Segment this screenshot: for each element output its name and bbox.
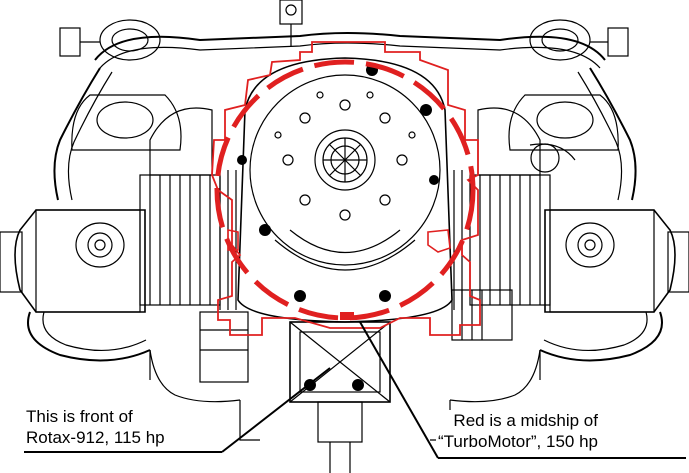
turbomotor-caption-line1: Red is a midship of xyxy=(453,411,598,430)
turbo-leader-line xyxy=(359,321,439,459)
mount-bolts xyxy=(237,64,439,391)
leader-lines xyxy=(24,321,686,459)
right-cylinder-fins xyxy=(453,170,551,310)
left-cylinder-fins xyxy=(139,170,237,310)
rotax-caption-line2: Rotax-912, 115 hp xyxy=(26,428,165,447)
turbomotor-caption: Red is a midship of “TurboMotor”, 150 hp xyxy=(436,410,600,452)
turbomotor-midship-outline xyxy=(211,41,481,336)
bolt-circle xyxy=(274,91,416,221)
turbomotor-dashed-circle xyxy=(214,59,476,321)
rotax-caption: This is front of Rotax-912, 115 hp xyxy=(24,406,167,448)
rotax-leader-line xyxy=(221,367,331,453)
turbomotor-caption-line2: “TurboMotor”, 150 hp xyxy=(438,432,598,451)
flange-spokes xyxy=(323,138,367,182)
turbomotor-red-overlay xyxy=(211,41,481,336)
rotax-caption-line1: This is front of xyxy=(26,407,133,426)
